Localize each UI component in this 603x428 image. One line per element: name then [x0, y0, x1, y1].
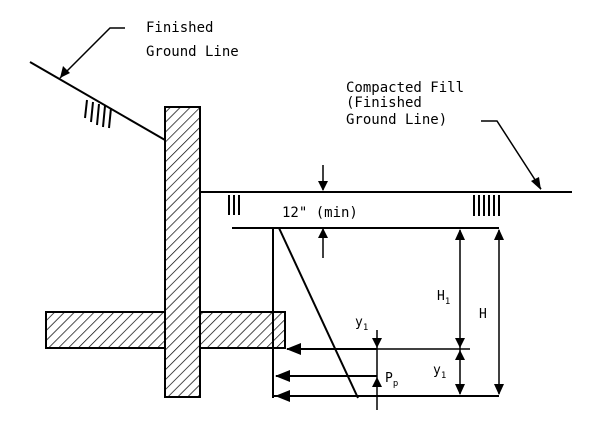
h1-label: H1 — [437, 289, 450, 307]
finished-ground-leader-arrow — [60, 66, 70, 78]
min-depth-arrow-top — [318, 181, 328, 191]
finished-ground-slope-line — [29, 61, 166, 141]
finished-ground-label-line1: Finished — [146, 20, 213, 36]
ground-tick-marks-left — [84, 99, 112, 129]
compacted-fill-label-line1: Compacted Fill — [346, 80, 464, 96]
finished-ground-leader — [59, 27, 125, 79]
h-dimension-arrow-bottom — [494, 384, 504, 395]
compacted-fill-leader-arrow — [531, 177, 541, 190]
min-depth-label: 12" (min) — [282, 205, 358, 221]
h1-dimension-arrow-top — [455, 229, 465, 240]
footing-right — [199, 311, 286, 349]
pressure-arrow-middle-head — [275, 370, 290, 382]
pressure-arrow-upper-head — [286, 343, 301, 355]
pressure-triangle-hypotenuse — [278, 227, 359, 399]
h1-dimension-arrow-mid — [455, 338, 465, 348]
finished-ground-label-line2: Ground Line — [146, 44, 239, 60]
fill-tick-marks-right — [473, 195, 500, 216]
pressure-arrow-lower-head — [275, 390, 290, 402]
h-label: H — [479, 307, 487, 322]
pp-label: Pp — [385, 371, 398, 389]
h-dimension-arrow-top — [494, 229, 504, 240]
h1-dimension-arrow-bottom — [455, 384, 465, 395]
compacted-fill-label-line3: Ground Line) — [346, 112, 447, 128]
y1-upper-label: y1 — [355, 315, 368, 333]
min-depth-arrow-bottom — [318, 228, 328, 238]
fill-tick-marks-left — [228, 195, 240, 215]
footing-left — [45, 311, 166, 349]
wall-stem — [164, 106, 201, 398]
y1-dimension-arrow-bottom — [372, 377, 382, 387]
compacted-fill-label-line2: (Finished — [346, 95, 422, 111]
y1-dimension-arrow-top — [372, 338, 382, 348]
compacted-fill-leader — [481, 120, 542, 190]
y1-lower-label: y1 — [433, 363, 446, 381]
h1-dimension-arrow-mid-lower — [455, 350, 465, 360]
